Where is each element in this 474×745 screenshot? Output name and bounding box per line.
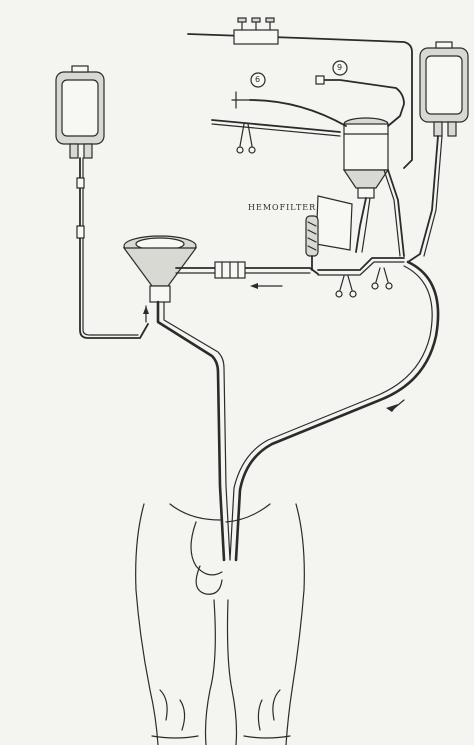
circle-6-label: 6 <box>255 75 260 84</box>
venous-line <box>158 302 224 560</box>
drip-chamber <box>77 178 84 188</box>
reservoir-canister <box>344 118 388 198</box>
arrow-icon <box>143 306 149 314</box>
reservoir-funnel <box>124 236 196 322</box>
patient-figure <box>136 504 305 745</box>
clamp-icon <box>336 276 356 297</box>
left-iv-bag <box>56 66 104 158</box>
arrow-icon <box>386 404 398 412</box>
arterial-line <box>236 262 438 560</box>
clamp-icon <box>372 268 392 289</box>
hemofilter-label: HEMOFILTER <box>248 203 316 212</box>
circle-9-label: 9 <box>337 63 342 72</box>
right-iv-bag <box>420 42 468 136</box>
